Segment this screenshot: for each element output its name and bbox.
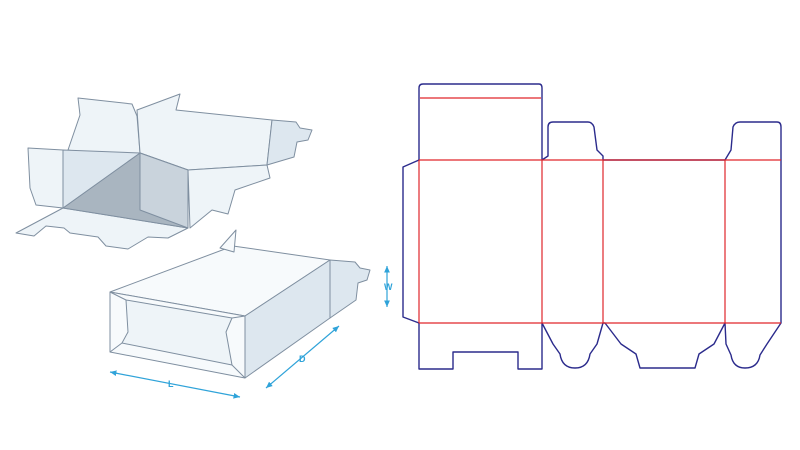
open-box-interior-left	[62, 149, 141, 209]
open-box-back-flap	[67, 97, 141, 156]
closed-box-top-flap	[219, 229, 237, 253]
depth-dimension-label: D	[299, 354, 306, 364]
closed-box-front-diag-1	[109, 291, 246, 379]
depth-dimension-arrow	[265, 325, 340, 389]
length-dimension-label: L	[168, 379, 174, 389]
flat-dieline	[402, 83, 782, 370]
dieline-cut-outline	[402, 83, 782, 370]
open-box-right-front-flap	[187, 164, 271, 229]
open-box-illustration	[15, 93, 313, 250]
open-box-left-flap	[27, 147, 64, 209]
closed-box-illustration	[109, 229, 371, 379]
closed-box-end-flap	[329, 259, 371, 319]
open-box-end-flap	[266, 119, 313, 166]
length-dimension-arrow	[109, 370, 241, 399]
dimension-annotations: L D W	[109, 266, 393, 399]
width-dimension-label: W	[384, 282, 393, 292]
open-box-interior-right	[139, 152, 189, 229]
